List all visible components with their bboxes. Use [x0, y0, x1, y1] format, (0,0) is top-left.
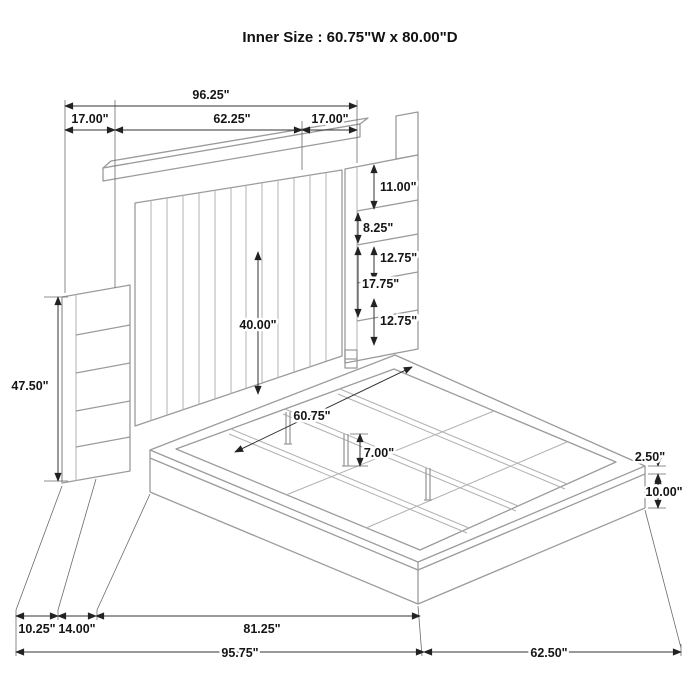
- inner-size-title: Inner Size : 60.75"W x 80.00"D: [242, 29, 457, 46]
- dim-inner-width: 60.75": [293, 409, 330, 423]
- dim-shelf-gap-top: 8.25": [363, 221, 393, 235]
- bed-drawing: [61, 111, 646, 605]
- headboard-channels: [150, 173, 327, 421]
- bridge-front-face: [102, 123, 361, 182]
- dim-headboard-width: 62.25": [213, 112, 250, 126]
- dimension-labels: 96.25" 17.00" 62.25" 17.00" 11.00" 8.25"…: [9, 86, 685, 663]
- slat-rails: [228, 388, 568, 534]
- dim-shelf-gap-middle: 17.75": [362, 277, 399, 291]
- right-pier-body: [344, 154, 419, 364]
- dim-shelf-gap-lower: 12.75": [380, 314, 417, 328]
- dim-right-pier-width: 17.00": [311, 112, 348, 126]
- dim-pier-front-offset: 10.25": [18, 622, 55, 636]
- dim-shelf-gap-upper: 12.75": [380, 251, 417, 265]
- dim-deck-lip: 2.50": [635, 450, 665, 464]
- left-pier: [61, 284, 131, 484]
- left-pier-body: [61, 284, 131, 484]
- dim-rail-height: 10.00": [645, 485, 682, 499]
- dim-overall-height: 47.50": [11, 379, 48, 393]
- dim-left-pier-width: 17.00": [71, 112, 108, 126]
- dim-platform-length: 81.25": [243, 622, 280, 636]
- dim-top-shelf-height: 11.00": [380, 180, 417, 194]
- headboard-outline: [134, 169, 343, 427]
- cross-slats: [285, 410, 568, 529]
- headboard-panel: [134, 169, 343, 427]
- right-pier: [344, 111, 419, 364]
- left-pier-shelves: [75, 324, 131, 448]
- dimension-lines: [15, 102, 682, 656]
- dim-pier-depth: 14.00": [58, 622, 95, 636]
- right-pier-back-panel: [395, 111, 419, 160]
- dim-line-inner-width: [234, 366, 413, 453]
- dim-headboard-height: 40.00": [239, 318, 276, 332]
- dim-overall-depth: 95.75": [221, 646, 258, 660]
- right-pier-shelves: [356, 199, 419, 322]
- platform-corner-edges: [149, 450, 646, 604]
- dim-leg-height: 7.00": [364, 446, 394, 460]
- dim-overall-width: 96.25": [192, 88, 229, 102]
- dim-footprint-width: 62.50": [530, 646, 567, 660]
